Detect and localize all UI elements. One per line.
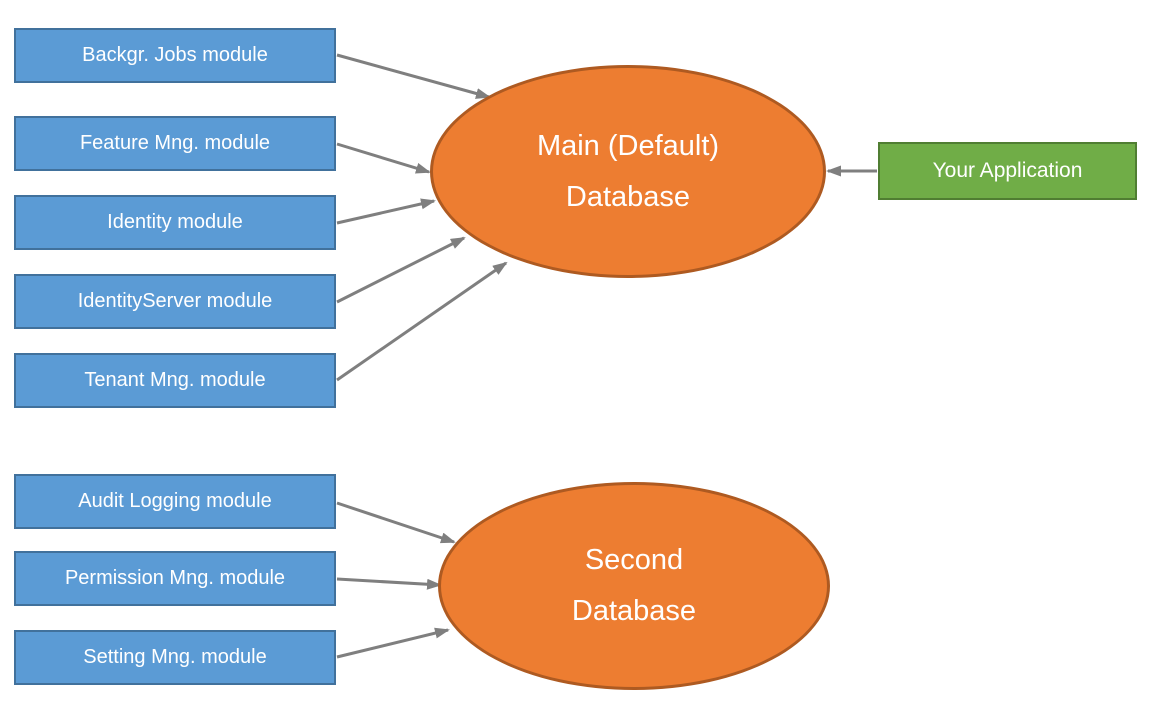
module-label: Setting Mng. module — [83, 646, 267, 668]
arrow-tenant-mng-to-main-db — [336, 261, 508, 382]
main-database-ellipse: Main (Default) Database — [430, 65, 826, 278]
module-box-identity: Identity module — [14, 195, 336, 250]
main-database-label-line1: Main (Default) — [536, 129, 720, 162]
arrow-backgr-jobs-to-main-db — [336, 53, 491, 99]
module-label: Feature Mng. module — [79, 132, 271, 154]
module-label: Permission Mng. module — [64, 567, 286, 589]
arrow-audit-logging-to-second-db — [336, 501, 456, 544]
module-label: Identity module — [107, 211, 243, 233]
application-label: Your Application — [932, 159, 1083, 182]
module-label: Tenant Mng. module — [84, 369, 266, 391]
second-database-label-line1: Second — [584, 544, 684, 576]
module-label: Backgr. Jobs module — [82, 44, 268, 66]
module-box-feature-mng: Feature Mng. module — [14, 116, 336, 171]
arrow-identity-to-main-db — [336, 198, 436, 225]
arrow-setting-mng-to-second-db — [336, 627, 450, 659]
module-label: Audit Logging module — [78, 490, 272, 512]
arrow-feature-mng-to-main-db — [336, 142, 431, 174]
arrow-identityserver-to-main-db — [336, 236, 466, 304]
module-box-tenant-mng: Tenant Mng. module — [14, 353, 336, 408]
second-database-label-line2: Database — [571, 595, 697, 627]
your-application-box: Your Application — [878, 142, 1137, 200]
main-database-label-line2: Database — [565, 180, 691, 213]
second-database-ellipse: Second Database — [438, 482, 830, 690]
module-box-audit-logging: Audit Logging module — [14, 474, 336, 529]
module-box-identityserver: IdentityServer module — [14, 274, 336, 329]
module-label: IdentityServer module — [77, 290, 273, 312]
module-box-setting-mng: Setting Mng. module — [14, 630, 336, 685]
module-box-backgr-jobs: Backgr. Jobs module — [14, 28, 336, 83]
module-box-permission-mng: Permission Mng. module — [14, 551, 336, 606]
arrow-permission-mng-to-second-db — [336, 577, 442, 590]
